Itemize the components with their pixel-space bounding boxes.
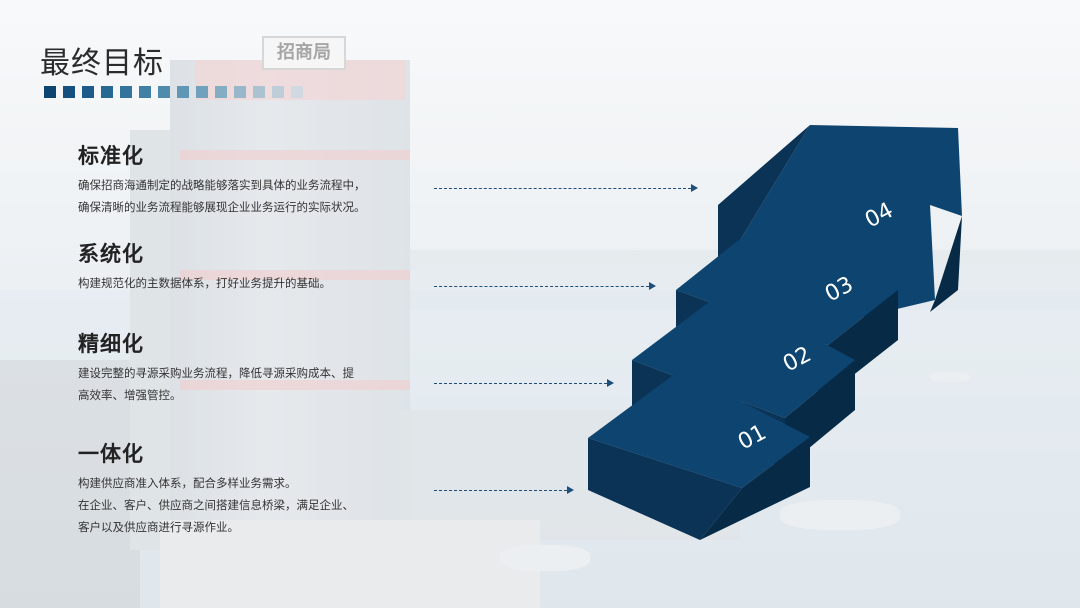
boat (500, 545, 590, 571)
decorative-squares (44, 86, 303, 98)
goal-heading: 系统化 (78, 242, 144, 266)
boat (780, 500, 900, 530)
goal-heading: 标准化 (78, 144, 144, 168)
goal-description-line: 构建规范化的主数据体系，打好业务提升的基础。 (78, 276, 331, 290)
tower-band (180, 270, 410, 280)
highway (0, 360, 140, 608)
goal-description-line: 确保招商海通制定的战略能够落实到具体的业务流程中， (78, 178, 366, 192)
connector-arrow-2 (434, 282, 656, 290)
decorative-square (139, 86, 151, 98)
connector-arrow-1 (434, 184, 698, 192)
goal-block-3: 精细化 建设完整的寻源采购业务流程，降低寻源采购成本、提 高效率、增强管控。 (78, 328, 418, 406)
goal-heading: 精细化 (78, 332, 144, 356)
decorative-square (44, 86, 56, 98)
decorative-square (82, 86, 94, 98)
goal-description-line: 高效率、增强管控。 (78, 388, 182, 402)
goal-description-line: 构建供应商准入体系，配合多样业务需求。 (78, 476, 297, 490)
goal-block-4: 一体化 构建供应商准入体系，配合多样业务需求。 在企业、客户、供应商之间搭建信息… (78, 438, 418, 538)
decorative-square (101, 86, 113, 98)
step-01 (588, 370, 810, 540)
connector-arrow-3 (434, 379, 614, 387)
goal-description-line: 建设完整的寻源采购业务流程，降低寻源采购成本、提 (78, 366, 354, 380)
connector-arrow-4 (434, 486, 574, 494)
tower-logo-sign: 招商局 (262, 36, 346, 70)
office-tower (170, 60, 410, 560)
decorative-square (177, 86, 189, 98)
page-title: 最终目标 (40, 46, 164, 81)
goal-block-1: 标准化 确保招商海通制定的战略能够落实到具体的业务流程中， 确保清晰的业务流程能… (78, 140, 418, 218)
decorative-square (234, 86, 246, 98)
goal-block-2: 系统化 构建规范化的主数据体系，打好业务提升的基础。 (78, 238, 418, 294)
decorative-square (253, 86, 265, 98)
boat (930, 372, 970, 382)
decorative-square (120, 86, 132, 98)
tower-band (180, 380, 410, 390)
low-building (160, 520, 540, 608)
goal-description-line: 客户以及供应商进行寻源作业。 (78, 520, 239, 534)
goal-description-line: 确保清晰的业务流程能够展现企业业务运行的实际状况。 (78, 200, 366, 214)
decorative-square (291, 86, 303, 98)
decorative-square (158, 86, 170, 98)
decorative-square (196, 86, 208, 98)
decorative-square (215, 86, 227, 98)
tower-band (180, 150, 410, 160)
decorative-square (272, 86, 284, 98)
goal-description-line: 在企业、客户、供应商之间搭建信息桥梁，满足企业、 (78, 498, 354, 512)
decorative-square (63, 86, 75, 98)
goal-heading: 一体化 (78, 442, 144, 466)
